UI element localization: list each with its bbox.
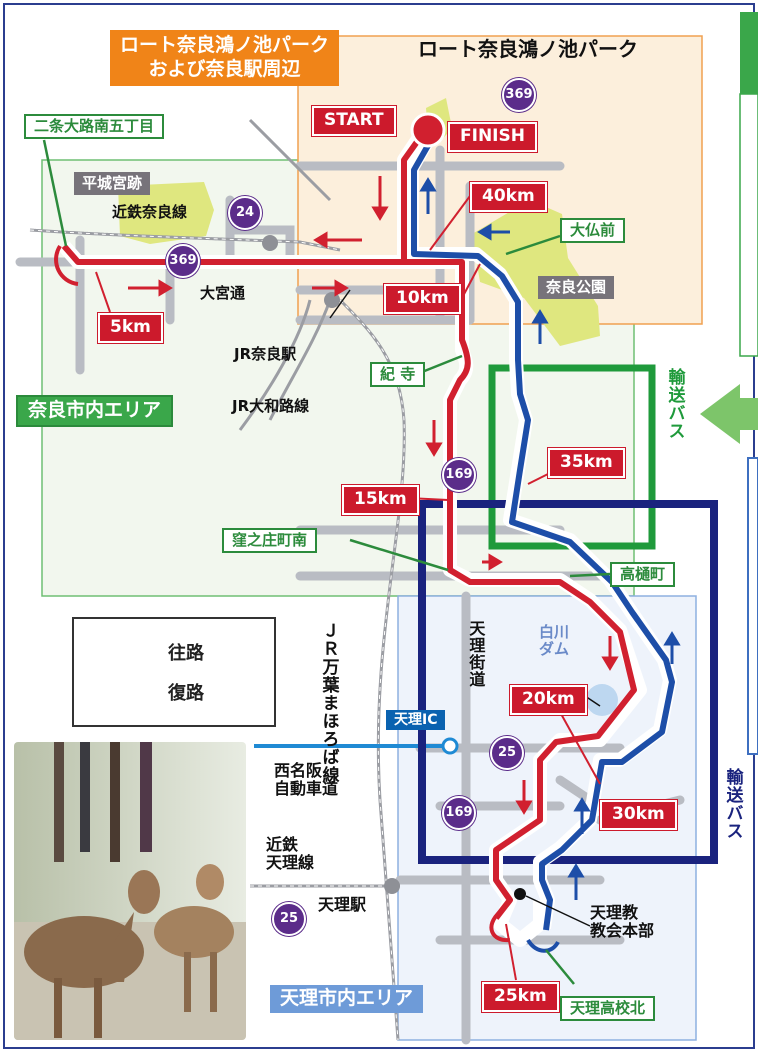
finish-badge: FINISH: [448, 122, 537, 152]
start-badge: START: [312, 106, 396, 136]
deer-photo: [14, 742, 246, 1040]
turnaround-tenri: [489, 910, 511, 943]
route-25-shield: 25: [272, 902, 306, 936]
park-area-box: ロート奈良鴻ノ池パーク および奈良駅周辺: [110, 30, 340, 86]
kubonosho-callout: 窪之庄町南: [222, 528, 318, 554]
edge-blue-frame: [747, 457, 758, 755]
jr-manyo-line-label: ＪＲ万葉まほろば線: [318, 622, 339, 784]
tenri-ic-node: [441, 737, 459, 755]
legend-outbound-label: 往路: [168, 643, 204, 664]
km5-badge: 5km: [98, 313, 163, 343]
tenri-city-area-title: 天理市内エリア: [270, 985, 424, 1013]
km25-badge: 25km: [482, 982, 559, 1012]
km35-badge: 35km: [548, 448, 625, 478]
tenri-kaido-label: 天理街道: [466, 620, 486, 688]
km40-badge: 40km: [470, 182, 547, 212]
tenrikyo-label: 天理教 教会本部: [590, 903, 655, 941]
shuttle-bus-label-green: 輸送バス: [664, 368, 685, 440]
route-24-shield: 24: [228, 196, 262, 230]
daibutsu-callout: 大仏前: [560, 218, 626, 244]
railways: [29, 118, 406, 1041]
km30-badge: 30km: [600, 800, 677, 830]
route-169-shield: 169: [442, 796, 476, 830]
shuttle-navy-box: [418, 500, 718, 864]
km15-badge: 15km: [342, 485, 419, 515]
return-arrows: [419, 177, 681, 900]
outbound-arrows: [128, 176, 619, 815]
km20-badge: 20km: [510, 685, 587, 715]
start-finish-point: [410, 112, 446, 148]
route-369-shield: 369: [502, 78, 536, 112]
takahi-callout: 高樋町: [610, 562, 676, 588]
tenri-station: [384, 878, 400, 894]
kintetsu-nara-station: [262, 235, 278, 251]
shuttle-arrow-green: [700, 384, 758, 444]
nara-park-green: [472, 200, 600, 346]
turnaround-nijo: [54, 244, 79, 286]
tenri-koko-callout: 天理高校北: [560, 996, 656, 1022]
nara-park-callout: 奈良公園: [538, 276, 615, 300]
legend: 往路 復路: [72, 617, 276, 727]
km-leaders: [95, 195, 601, 981]
legend-return: 復路: [92, 679, 204, 705]
nishi-meihan-label: 西名阪 自動車道: [274, 761, 339, 799]
park-title: ロート奈良鴻ノ池パーク: [418, 37, 638, 61]
heijo-callout: 平城宮跡: [74, 172, 151, 196]
kintetsu-tenri-line-label: 近鉄 天理線: [266, 835, 315, 873]
nara-city-area-title: 奈良市内エリア: [16, 395, 174, 427]
route-369-shield: 369: [166, 244, 200, 278]
route-169-shield: 169: [442, 458, 476, 492]
omiya-dori-label: 大宮通: [200, 284, 246, 302]
kidera-callout: 紀 寺: [370, 362, 426, 388]
shuttle-bus-label-navy: 輸送バス: [722, 768, 743, 840]
shirakawa-dam-label: 白川ダム: [538, 623, 569, 659]
jr-nara-station: [324, 292, 340, 308]
route-25-shield: 25: [490, 736, 524, 770]
legend-return-label: 復路: [168, 683, 204, 704]
jr-nara-station-label: JR奈良駅: [234, 345, 297, 363]
edge-green-frame: [739, 93, 758, 357]
heijo-palace-park: [118, 182, 214, 244]
tenri-station-label: 天理駅: [318, 895, 367, 914]
turnaround-koko: [526, 938, 560, 953]
green-leaders: [42, 139, 611, 985]
tenri-ic-callout: 天理IC: [386, 710, 446, 731]
legend-outbound: 往路: [92, 639, 204, 665]
jr-yamatoji-line-label: JR大和路線: [232, 397, 310, 415]
edge-green-block: [740, 12, 758, 94]
km10-badge: 10km: [384, 284, 461, 314]
shirakawa-dam-lake: [586, 684, 618, 716]
tenrikyo-point: [514, 888, 526, 900]
nijo-oji-callout: 二条大路南五丁目: [24, 114, 165, 140]
kintetsu-nara-line-label: 近鉄奈良線: [112, 203, 188, 221]
